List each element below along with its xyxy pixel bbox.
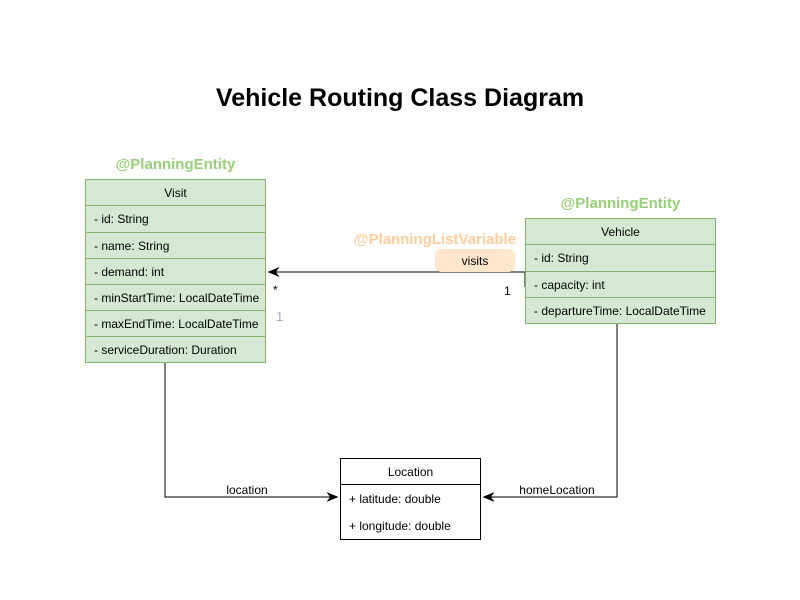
multiplicity-visits-target: * (273, 283, 278, 297)
edge-label-location: location (226, 483, 268, 497)
edge-vehicle-visits (267, 267, 526, 287)
class-vehicle-attr-capacity: - capacity: int (526, 271, 715, 297)
class-visit-attr-serviceduration: - serviceDuration: Duration (86, 336, 265, 362)
diagram-title: Vehicle Routing Class Diagram (215, 84, 585, 112)
class-visit-attr-name: - name: String (86, 232, 265, 258)
class-visit-attr-id: - id: String (94, 212, 149, 226)
annotation-planning-list-variable: @PlanningListVariable (353, 231, 517, 248)
class-location-name: Location (341, 459, 480, 485)
class-visit-attr-demand: - demand: int (86, 258, 265, 284)
annotation-planning-entity-visit: @PlanningEntity (115, 156, 236, 173)
edge-label-visits-text: visits (461, 253, 489, 268)
edge-label-homelocation: homeLocation (519, 483, 595, 497)
class-vehicle-attr-id: - id: String (534, 251, 589, 265)
edge-label-visits: visits (435, 249, 515, 272)
class-location: Location + latitude: double + longitude:… (340, 458, 481, 540)
edge-visit-location (164, 362, 339, 502)
class-location-attr-latitude: + latitude: double (349, 491, 441, 506)
multiplicity-secondary-marker: 1 (276, 309, 284, 324)
class-vehicle: Vehicle - id: String - capacity: int - d… (525, 218, 716, 324)
class-vehicle-name: Vehicle (526, 219, 715, 245)
class-visit-name: Visit (86, 180, 265, 206)
annotation-planning-entity-vehicle: @PlanningEntity (560, 195, 681, 212)
class-visit: Visit - id: String - name: String - dema… (85, 179, 266, 363)
class-visit-attr-maxendtime: - maxEndTime: LocalDateTime (86, 310, 265, 336)
class-location-attr-longitude: + longitude: double (349, 518, 451, 533)
class-vehicle-attr-departuretime: - departureTime: LocalDateTime (526, 297, 715, 323)
multiplicity-visits-source: 1 (504, 284, 511, 298)
edge-vehicle-homelocation (482, 322, 618, 502)
class-visit-attr-minstarttime: - minStartTime: LocalDateTime (86, 284, 265, 310)
